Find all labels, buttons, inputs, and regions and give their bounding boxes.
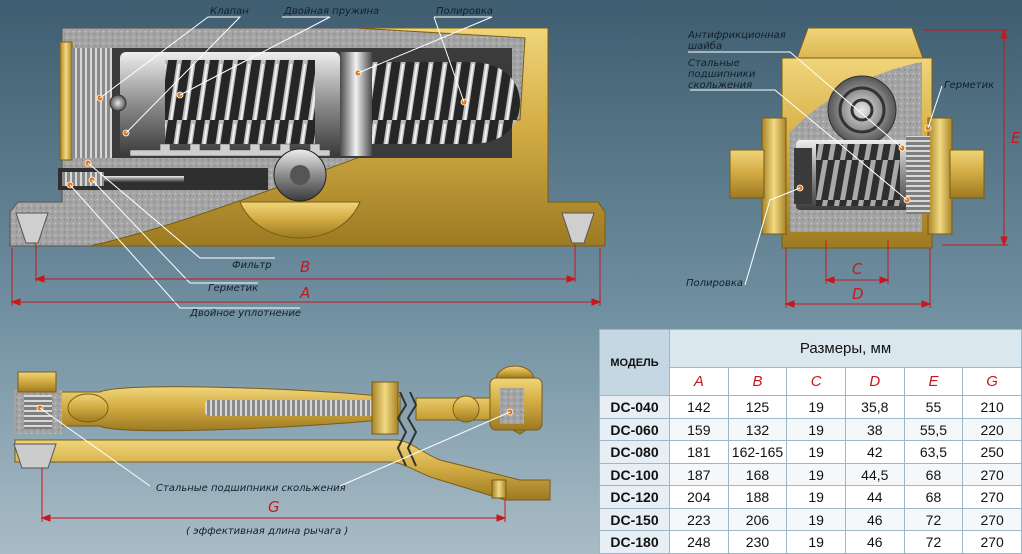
- dimension-lines-left: [10, 244, 602, 306]
- value-cell: 19: [786, 395, 846, 419]
- dimension-G: G: [268, 498, 280, 516]
- dimension-line-lever: [40, 468, 507, 522]
- value-cell: 270: [962, 485, 1022, 509]
- value-cell: 270: [962, 530, 1022, 554]
- label-double-seal: Двойное уплотнение: [189, 308, 301, 319]
- value-cell: 72: [903, 530, 964, 554]
- dimension-E: E: [1011, 129, 1021, 147]
- model-cell: DC-150: [599, 507, 670, 532]
- label-sealant-right: Герметик: [944, 80, 994, 91]
- label-polishing-right: Полировка: [686, 278, 743, 289]
- value-cell: 35,8: [844, 395, 905, 419]
- value-cell: 46: [844, 507, 905, 532]
- column-header: C: [786, 367, 846, 397]
- value-cell: 168: [727, 462, 788, 487]
- value-cell: 44: [844, 485, 905, 509]
- label-antifriction-washer-line1: Антифрикционная: [687, 30, 786, 41]
- label-steel-bearings-right-line1: Стальные: [688, 58, 740, 69]
- value-cell: 42: [844, 440, 905, 464]
- closer-body-cutaway: [9, 27, 606, 247]
- value-cell: 44,5: [844, 462, 905, 487]
- value-cell: 250: [962, 440, 1022, 464]
- leader-lines-lever: [39, 407, 511, 487]
- header-dimensions: Размеры, мм: [669, 328, 1022, 369]
- leader-lines-left: [69, 16, 493, 309]
- label-lever-length: ( эффективная длина рычага ): [186, 526, 348, 537]
- value-cell: 38: [844, 417, 905, 442]
- value-cell: 68: [903, 462, 964, 487]
- value-cell: 230: [727, 530, 788, 554]
- model-cell: DC-040: [599, 395, 670, 419]
- value-cell: 220: [962, 417, 1022, 442]
- value-cell: 206: [727, 507, 788, 532]
- value-cell: 142: [669, 395, 729, 419]
- model-cell: DC-060: [599, 417, 670, 442]
- model-cell: DC-100: [599, 462, 670, 487]
- header-model: МОДЕЛЬ: [599, 328, 670, 397]
- value-cell: 63,5: [903, 440, 964, 464]
- value-cell: 187: [669, 462, 729, 487]
- callout-dots-right: [796, 124, 932, 204]
- value-cell: 72: [903, 507, 964, 532]
- label-double-spring: Двойная пружина: [283, 6, 379, 17]
- label-sealant-left: Герметик: [208, 283, 258, 294]
- column-header: D: [844, 367, 905, 397]
- dimension-lines-right: [784, 28, 1008, 308]
- value-cell: 270: [962, 462, 1022, 487]
- label-filter: Фильтр: [232, 260, 272, 271]
- value-cell: 19: [786, 417, 846, 442]
- value-cell: 248: [669, 530, 729, 554]
- dimension-A: A: [299, 284, 310, 302]
- model-cell: DC-180: [599, 530, 670, 554]
- value-cell: 55: [903, 395, 964, 419]
- label-antifriction-washer-line2: шайба: [688, 40, 722, 52]
- column-header: A: [669, 367, 729, 397]
- value-cell: 204: [669, 485, 729, 509]
- value-cell: 223: [669, 507, 729, 532]
- value-cell: 55,5: [903, 417, 964, 442]
- value-cell: 162-165: [727, 440, 788, 464]
- column-header: E: [903, 367, 964, 397]
- value-cell: 188: [727, 485, 788, 509]
- model-cell: DC-120: [599, 485, 670, 509]
- value-cell: 19: [786, 485, 846, 509]
- dimension-C: C: [852, 260, 863, 278]
- dimension-D: D: [852, 285, 864, 303]
- value-cell: 125: [727, 395, 788, 419]
- column-header: G: [962, 367, 1022, 397]
- label-steel-bearings-right-line3: скольжения: [688, 80, 752, 91]
- value-cell: 19: [786, 462, 846, 487]
- leader-lines-right: [688, 51, 943, 286]
- lever-arm: [13, 365, 551, 501]
- value-cell: 46: [844, 530, 905, 554]
- closer-cross-section: [729, 27, 985, 249]
- label-steel-bearings-lever: Стальные подшипники скольжения: [156, 483, 346, 494]
- value-cell: 19: [786, 530, 846, 554]
- value-cell: 19: [786, 440, 846, 464]
- value-cell: 19: [786, 507, 846, 532]
- dimension-B: B: [300, 258, 310, 276]
- value-cell: 159: [669, 417, 729, 442]
- value-cell: 68: [903, 485, 964, 509]
- label-steel-bearings-right-line2: подшипники: [688, 69, 756, 80]
- column-header: B: [727, 367, 788, 397]
- model-cell: DC-080: [599, 440, 670, 464]
- value-cell: 210: [962, 395, 1022, 419]
- value-cell: 181: [669, 440, 729, 464]
- value-cell: 270: [962, 507, 1022, 532]
- label-valve: Клапан: [210, 6, 249, 17]
- value-cell: 132: [727, 417, 788, 442]
- label-polishing-top: Полировка: [436, 6, 493, 17]
